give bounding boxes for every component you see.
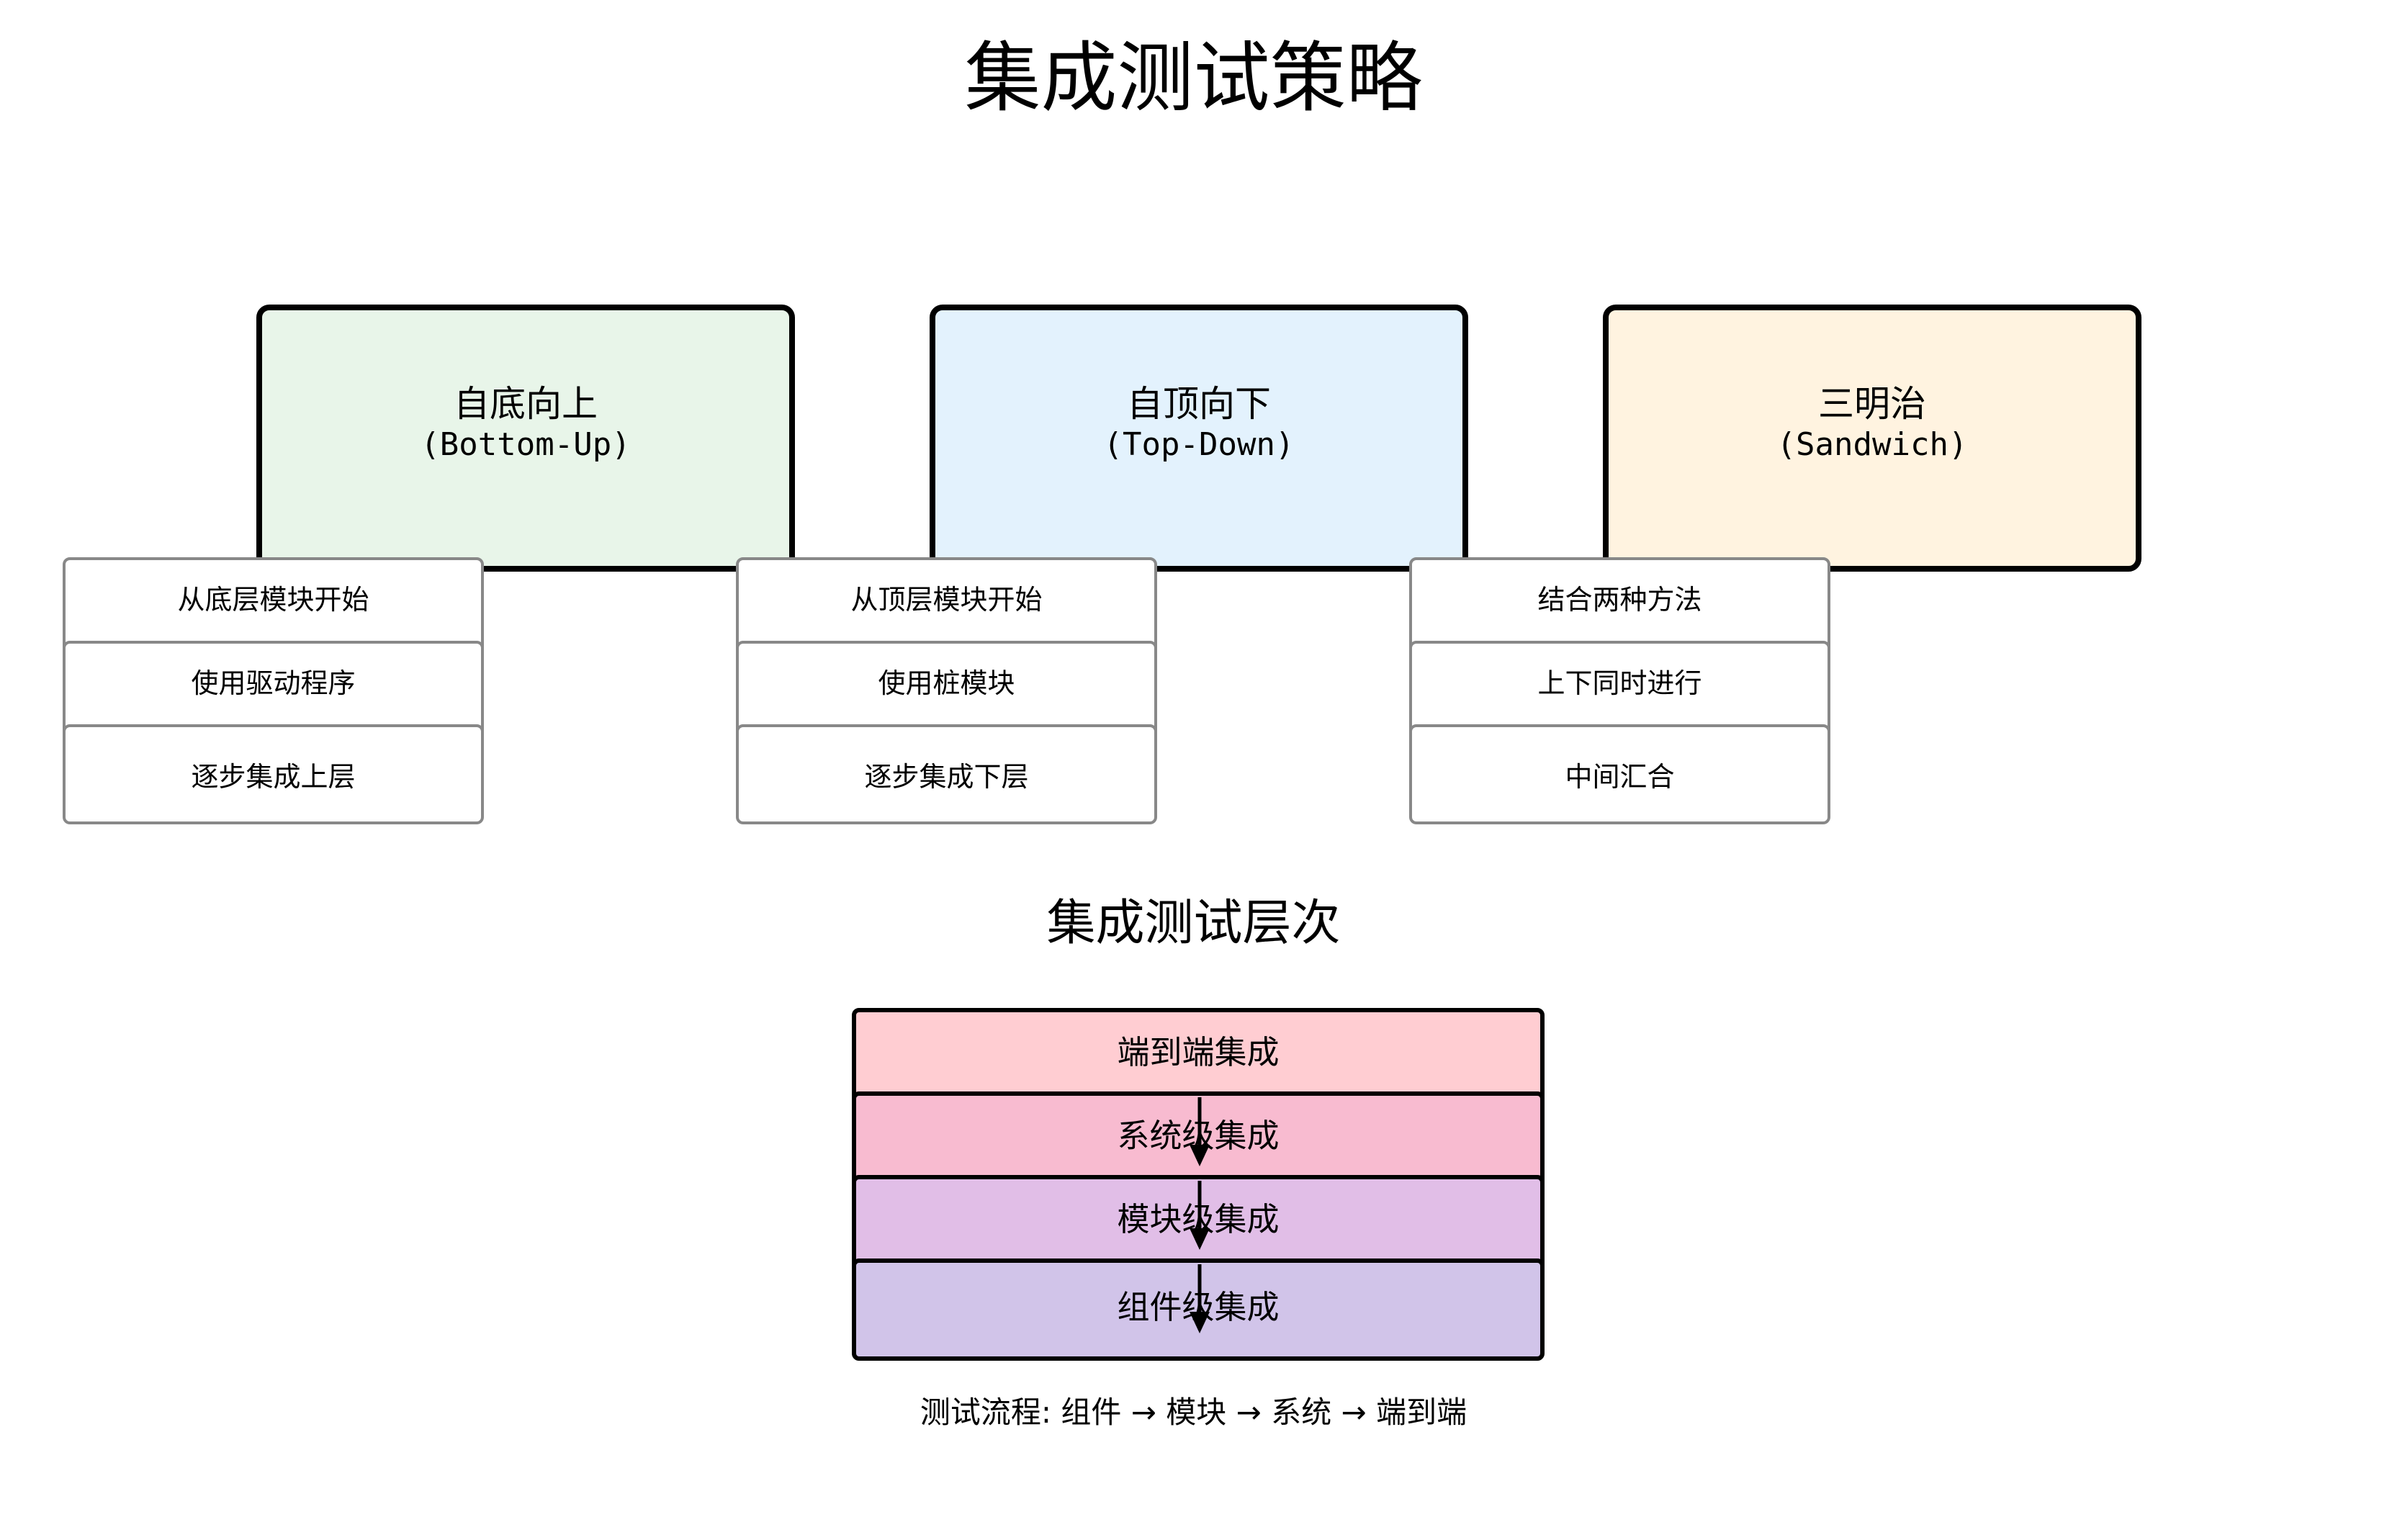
step-box: 上下同时进行	[1409, 641, 1830, 741]
arrow-down-icon	[1190, 1097, 1210, 1166]
level-component: 组件级集成	[852, 1258, 1545, 1361]
step-box: 逐步集成下层	[736, 724, 1157, 824]
arrow-down-icon	[1190, 1181, 1210, 1250]
arrow-down-icon	[1190, 1264, 1210, 1333]
strategy-bottom-up: 自底向上 (Bottom-Up)	[256, 305, 795, 572]
strategy-name-en: (Bottom-Up)	[421, 425, 631, 463]
step-box: 结合两种方法	[1409, 557, 1830, 657]
flow-caption: 测试流程: 组件 → 模块 → 系统 → 端到端	[920, 1395, 1467, 1430]
level-end-to-end: 端到端集成	[852, 1008, 1545, 1108]
step-box: 逐步集成上层	[63, 724, 484, 824]
level-label: 端到端集成	[1117, 1033, 1280, 1071]
step-label: 使用桩模块	[878, 667, 1015, 699]
step-label: 从底层模块开始	[177, 584, 369, 616]
levels-title: 集成测试层次	[1046, 895, 1341, 952]
step-box: 使用桩模块	[736, 641, 1157, 741]
step-label: 使用驱动程序	[191, 667, 356, 699]
strategy-name-en: (Top-Down)	[1103, 425, 1295, 463]
step-label: 逐步集成下层	[864, 761, 1029, 793]
step-label: 逐步集成上层	[191, 761, 356, 793]
step-label: 结合两种方法	[1537, 584, 1702, 616]
step-label: 上下同时进行	[1537, 667, 1702, 699]
strategy-top-down: 自顶向下 (Top-Down)	[930, 305, 1468, 572]
step-label: 中间汇合	[1565, 761, 1675, 793]
strategy-name-cn: 自顶向下	[1127, 382, 1271, 425]
strategy-name-cn: 三明治	[1818, 382, 1926, 425]
step-box: 从顶层模块开始	[736, 557, 1157, 657]
page-title: 集成测试策略	[964, 34, 1423, 122]
strategy-sandwich: 三明治 (Sandwich)	[1603, 305, 2141, 572]
step-box: 从底层模块开始	[63, 557, 484, 657]
strategy-name-en: (Sandwich)	[1776, 425, 1968, 463]
step-label: 从顶层模块开始	[850, 584, 1043, 616]
step-box: 中间汇合	[1409, 724, 1830, 824]
strategy-name-cn: 自底向上	[454, 382, 598, 425]
